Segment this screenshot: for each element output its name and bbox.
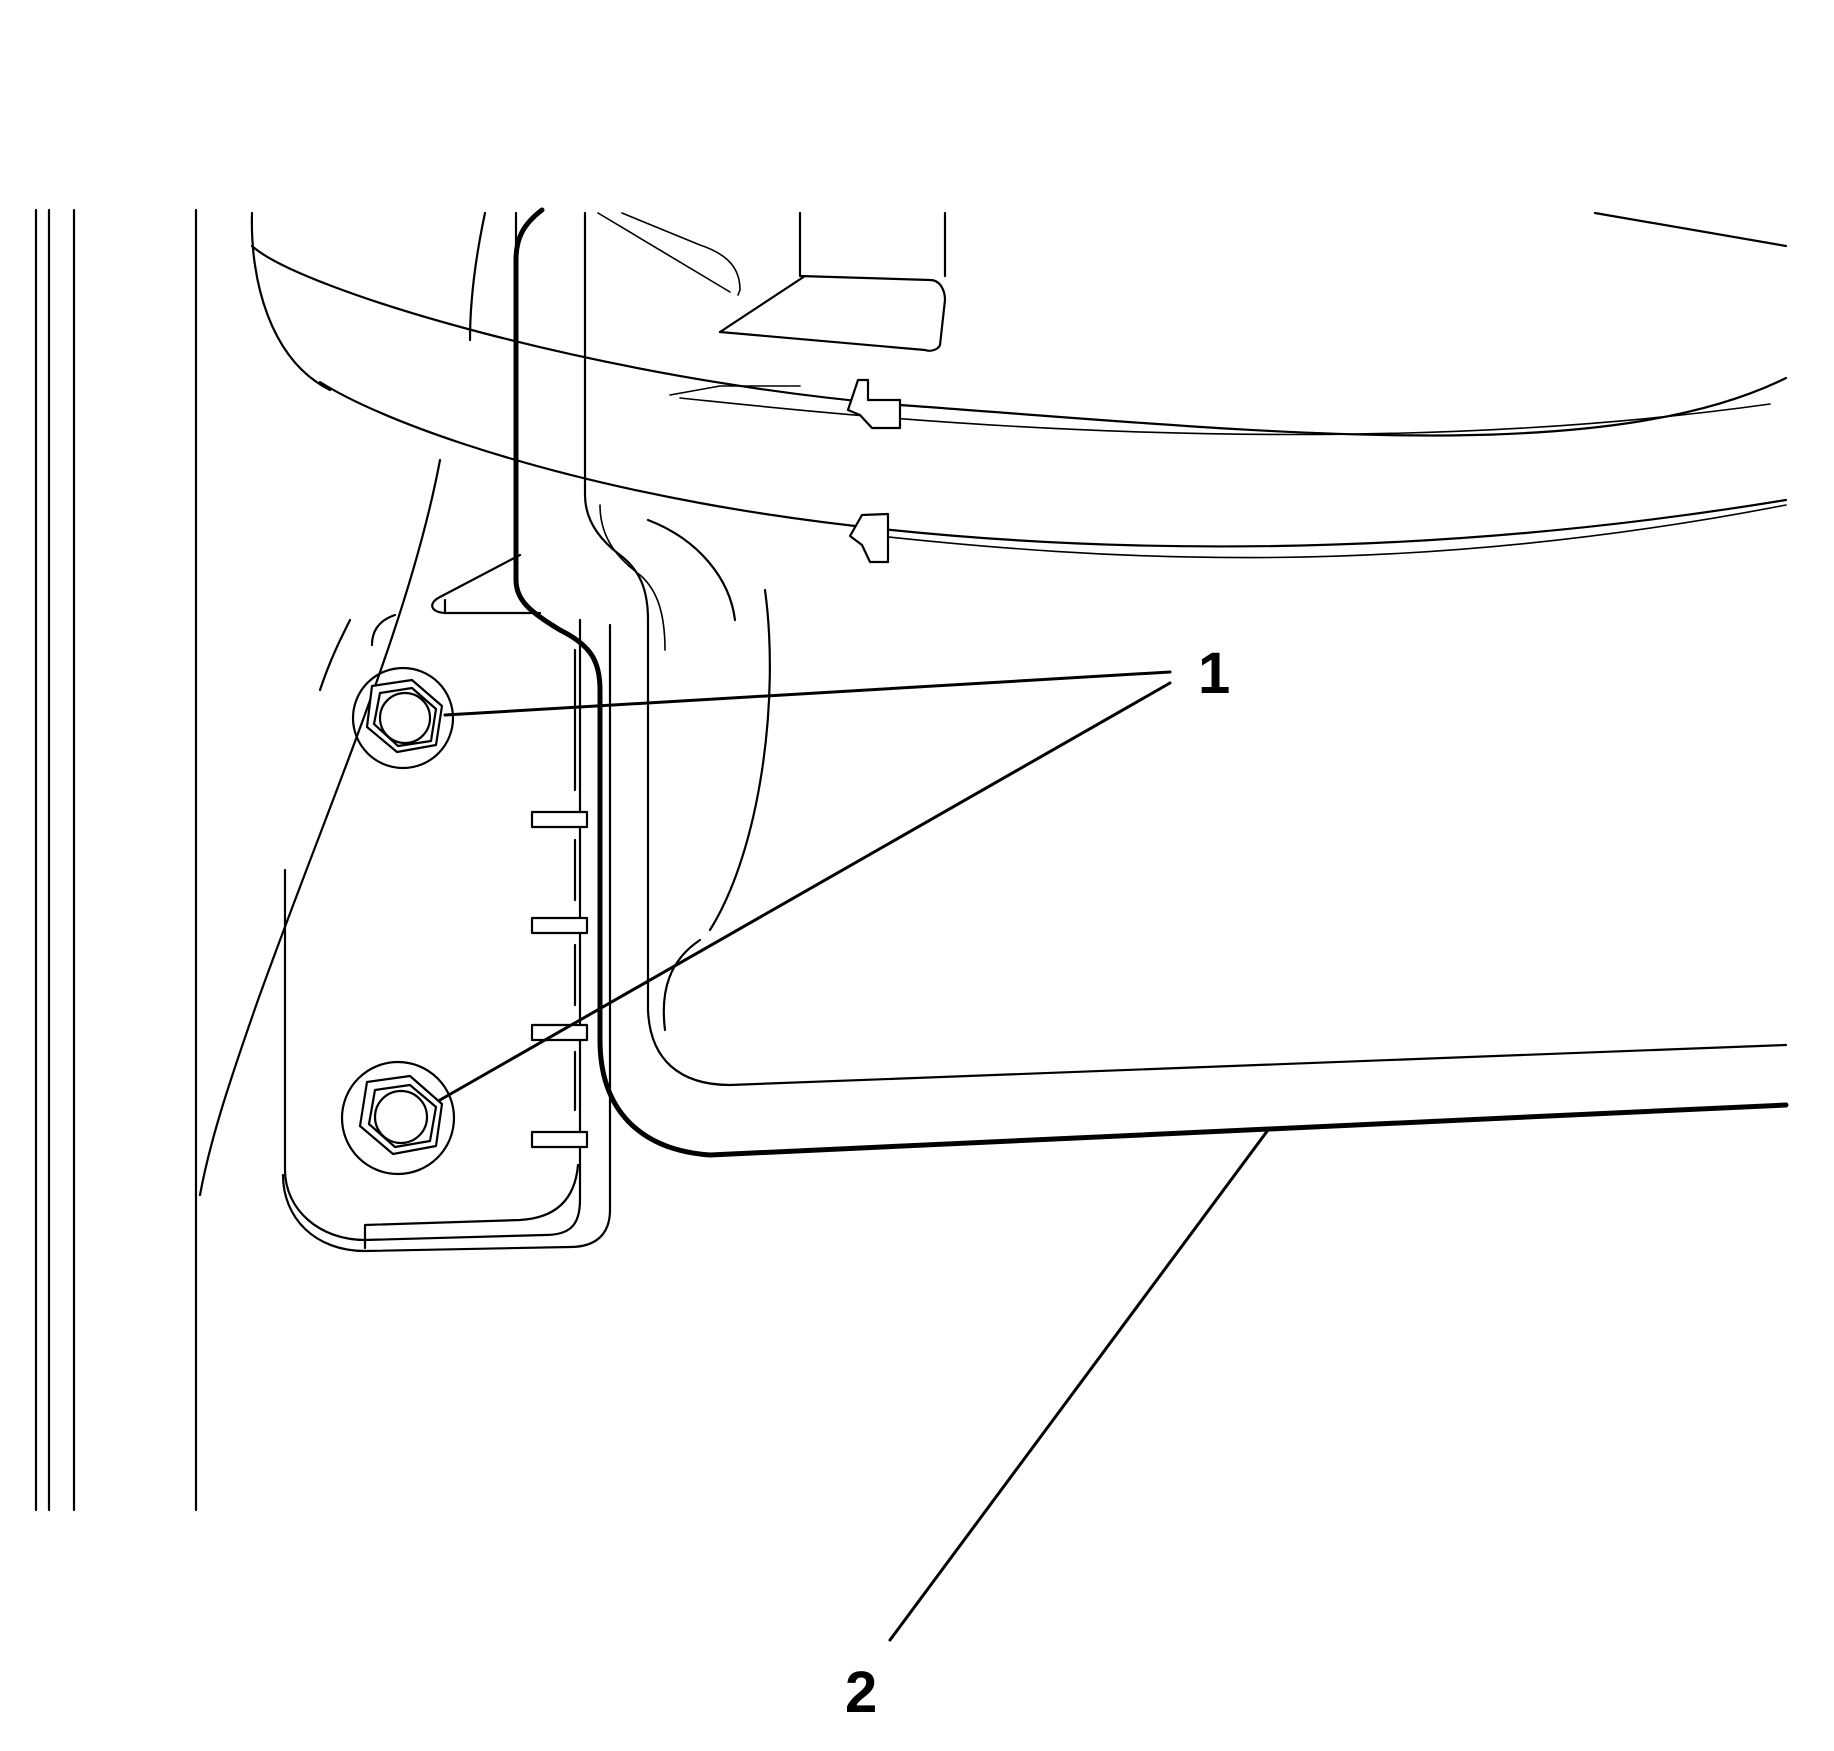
hinge-nut-lower [340,1060,456,1176]
callout-label-2: 2 [845,1660,877,1725]
callout-label-1: 1 [1198,641,1230,706]
upper-cross-tube [250,211,1788,564]
callout-2-leader [888,1128,1270,1642]
hinge-nut-upper [351,666,455,770]
callout-1-leaders [438,670,1172,1102]
upper-block [597,211,1788,396]
body-pillar-edges [34,208,198,1512]
hinge-plate [198,458,612,1253]
hinge-channel [431,207,1789,1158]
